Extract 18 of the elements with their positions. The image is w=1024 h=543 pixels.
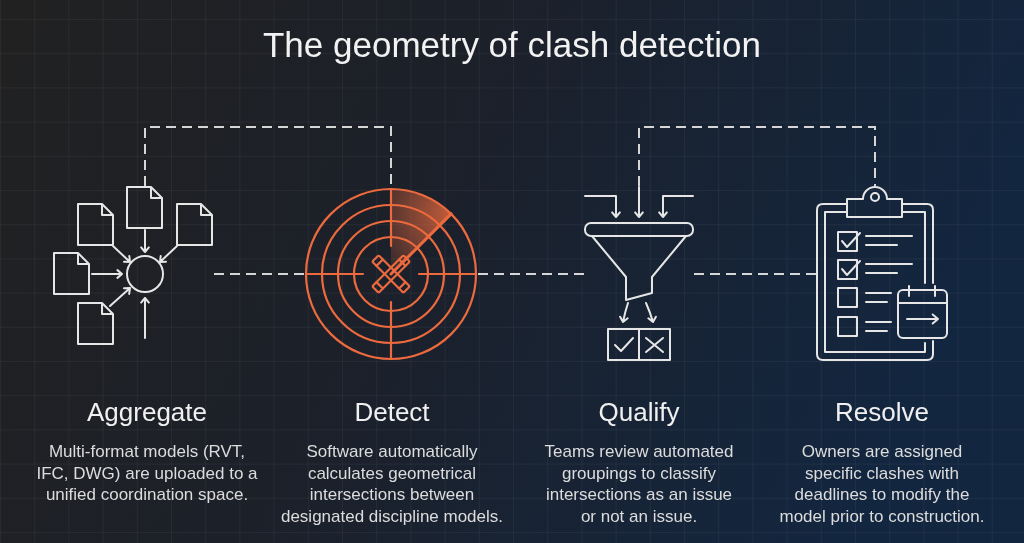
dashed-connector [638, 126, 876, 187]
step-description: Owners are assigned specific clashes with deadlines to modify the model prior to construction. [778, 441, 986, 527]
step-heading: Detect [354, 397, 430, 427]
radar-target-icon [304, 187, 478, 361]
dashed-connector [213, 273, 305, 275]
step-heading: Aggregate [87, 397, 207, 427]
diagram-title: The geometry of clash detection [262, 24, 762, 66]
step-description: Software automatically calculates geometrical intersections between designated discipline models. [279, 441, 505, 527]
dashed-connector [144, 126, 392, 188]
step-heading: Qualify [598, 397, 680, 427]
step-description: Teams review automated groupings to classify intersections as an issue or not an issue. [543, 441, 735, 527]
dashed-connector [693, 273, 817, 275]
clipboard-checklist-icon [816, 186, 949, 361]
funnel-filter-icon [584, 186, 694, 361]
step-description: Multi-format models (RVT, IFC, DWG) are uploaded to a unified coordination space. [35, 441, 259, 506]
documents-merge-icon [52, 186, 214, 345]
step-heading: Resolve [835, 397, 929, 427]
dashed-connector [477, 273, 585, 275]
